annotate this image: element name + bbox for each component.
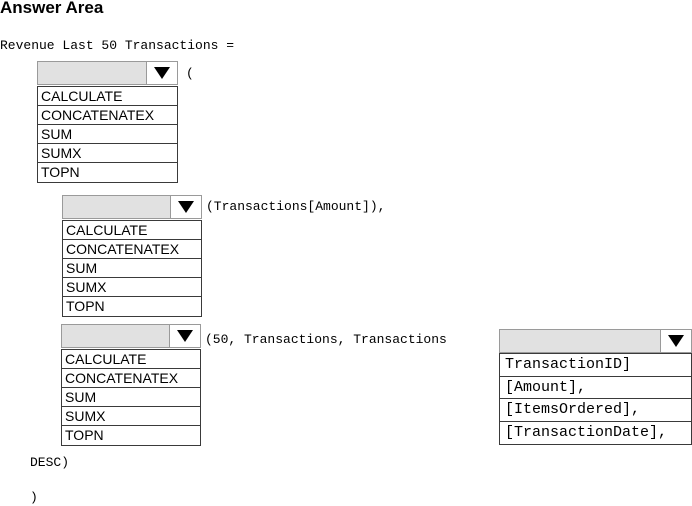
option-sumx[interactable]: SUMX [38, 144, 177, 163]
dropdown-3-header[interactable] [61, 324, 201, 348]
option-topn[interactable]: TOPN [65, 427, 104, 443]
triangle-down-icon[interactable] [146, 62, 177, 84]
option-calculate[interactable]: CALCULATE [63, 221, 201, 240]
option-calculate[interactable]: CALCULATE [38, 87, 177, 106]
code-after-dropdown-2: (Transactions[Amount]), [206, 199, 386, 214]
code-open-paren: ( [186, 66, 194, 81]
code-line-measure-name: Revenue Last 50 Transactions = [0, 38, 235, 53]
code-after-dropdown-3: (50, Transactions, Transactions [205, 332, 447, 347]
dropdown-4-header[interactable] [499, 329, 692, 353]
option-topn[interactable]: TOPN [66, 298, 105, 314]
dropdown-1-options: CALCULATE CONCATENATEX SUM SUMX TOPN [37, 86, 178, 183]
option-amount[interactable]: [Amount], [500, 377, 691, 399]
triangle-down-icon[interactable] [169, 325, 200, 347]
option-sum[interactable]: SUM [62, 388, 200, 407]
option-sumx[interactable]: SUMX [62, 407, 200, 426]
dropdown-4-options: TransactionID] [Amount], [ItemsOrdered],… [499, 353, 692, 445]
option-itemsordered[interactable]: [ItemsOrdered], [500, 399, 691, 422]
option-sumx[interactable]: SUMX [63, 278, 201, 297]
option-calculate[interactable]: CALCULATE [62, 350, 200, 369]
option-concatenatex[interactable]: CONCATENATEX [38, 106, 177, 125]
dropdown-1-header[interactable] [37, 61, 178, 85]
option-transactionid[interactable]: TransactionID] [500, 354, 691, 377]
option-sum[interactable]: SUM [38, 125, 177, 144]
code-close-paren: ) [30, 490, 38, 505]
option-topn[interactable]: TOPN [41, 164, 80, 180]
triangle-down-icon[interactable] [170, 196, 201, 218]
dropdown-2-header[interactable] [62, 195, 202, 219]
dropdown-3-options: CALCULATE CONCATENATEX SUM SUMX TOPN [61, 349, 201, 446]
option-concatenatex[interactable]: CONCATENATEX [63, 240, 201, 259]
code-desc: DESC) [30, 455, 70, 470]
triangle-down-icon[interactable] [660, 330, 691, 352]
option-sum[interactable]: SUM [63, 259, 201, 278]
answer-area-title: Answer Area [0, 0, 104, 17]
dropdown-2-options: CALCULATE CONCATENATEX SUM SUMX TOPN [62, 220, 202, 317]
option-concatenatex[interactable]: CONCATENATEX [62, 369, 200, 388]
option-transactiondate[interactable]: [TransactionDate], [505, 423, 668, 441]
